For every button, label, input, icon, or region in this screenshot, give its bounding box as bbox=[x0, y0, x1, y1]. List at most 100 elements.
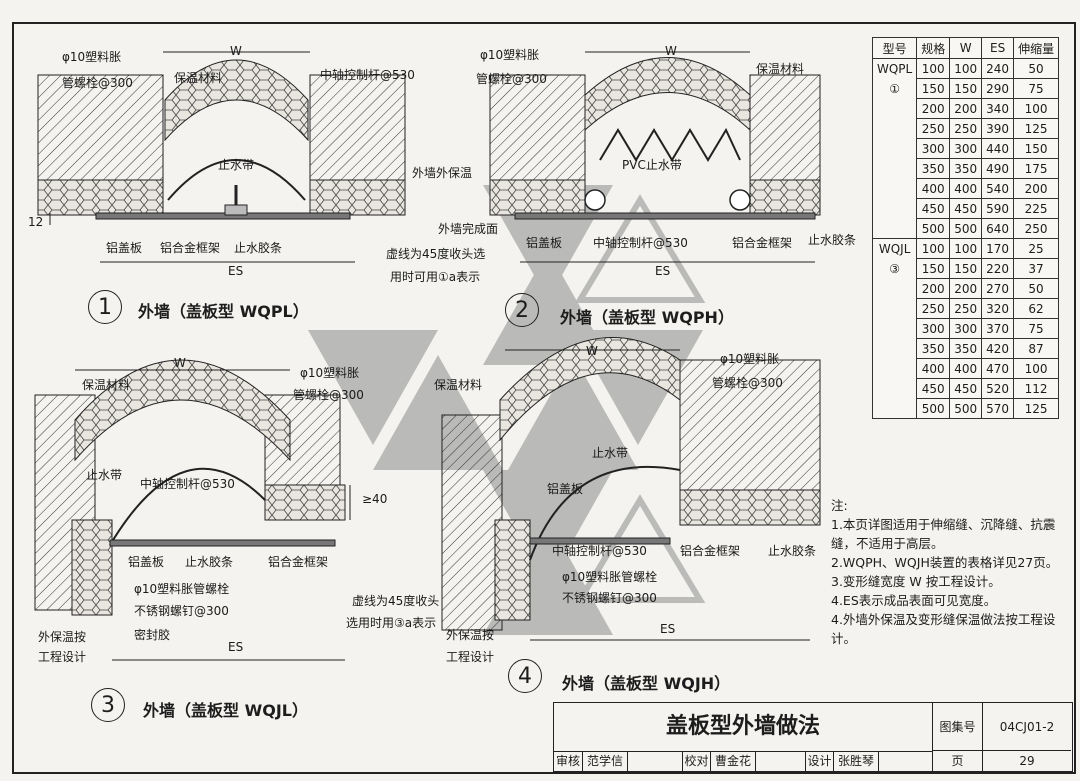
d3-band-label: 止水带 bbox=[86, 468, 123, 482]
d3-ext-insul-label: 外保温按 bbox=[38, 630, 87, 644]
d1-dashed-label-2: 用时可用①a表示 bbox=[390, 270, 481, 284]
detail-1-number: 1 bbox=[88, 290, 122, 324]
w-cell: 300 bbox=[949, 138, 983, 159]
d2-plate-label: 铝盖板 bbox=[526, 236, 563, 250]
d3-dashed-label-2: 选用时用③a表示 bbox=[346, 616, 437, 630]
expansion-cell: 37 bbox=[1013, 258, 1060, 279]
page-number: 29 bbox=[982, 751, 1071, 771]
d3-anchor-label: φ10塑料胀 bbox=[300, 366, 360, 380]
atlas-number: 04CJ01-2 bbox=[982, 703, 1071, 751]
expansion-cell: 25 bbox=[1013, 238, 1060, 259]
es-cell: 340 bbox=[981, 98, 1015, 119]
model-cell bbox=[871, 358, 918, 379]
es-cell: 320 bbox=[981, 298, 1015, 319]
d1-es-label: ES bbox=[228, 264, 244, 278]
d2-anchor-label-2: 管螺栓@300 bbox=[476, 72, 547, 86]
design-label: 设计 bbox=[805, 751, 833, 771]
detail-3-caption: 外墙（盖板型 WQJL） bbox=[143, 701, 308, 720]
d3-width-label: W bbox=[174, 356, 186, 370]
sheet-title: 盖板型外墙做法 bbox=[554, 703, 933, 752]
expansion-cell: 50 bbox=[1013, 278, 1060, 299]
spec-cell: 350 bbox=[916, 338, 951, 359]
w-cell: 150 bbox=[949, 78, 983, 99]
d2-anchor-label: φ10塑料胀 bbox=[480, 48, 540, 62]
expansion-cell: 125 bbox=[1013, 118, 1060, 139]
es-cell: 240 bbox=[981, 58, 1015, 79]
d3-screw-label: 不锈钢螺钉@300 bbox=[134, 604, 229, 618]
w-cell: 250 bbox=[949, 298, 983, 319]
d1-rod-label: 中轴控制杆@530 bbox=[320, 68, 415, 82]
d4-anchor-label: φ10塑料胀 bbox=[720, 352, 780, 366]
model-cell bbox=[871, 298, 918, 319]
spec-cell: 250 bbox=[916, 118, 951, 139]
model-cell bbox=[871, 318, 918, 339]
header-w: W bbox=[949, 37, 983, 59]
d4-bolt-label: φ10塑料胀管螺栓 bbox=[562, 570, 658, 584]
model-cell bbox=[871, 398, 918, 419]
expansion-cell: 250 bbox=[1013, 218, 1060, 239]
d1-anchor-label: φ10塑料胀 bbox=[62, 50, 122, 64]
d2-width-label: W bbox=[665, 44, 677, 58]
w-cell: 200 bbox=[949, 98, 983, 119]
expansion-cell: 100 bbox=[1013, 358, 1060, 379]
es-cell: 420 bbox=[981, 338, 1015, 359]
d3-ext-insul-label-2: 工程设计 bbox=[38, 650, 87, 664]
spec-table-header: 型号 规格 W ES 伸缩量 bbox=[871, 37, 1060, 59]
model-cell: WQJL bbox=[871, 238, 918, 259]
d4-ext-insul-label: 外保温按 bbox=[446, 628, 495, 642]
expansion-cell: 150 bbox=[1013, 138, 1060, 159]
spec-cell: 150 bbox=[916, 78, 951, 99]
spec-cell: 400 bbox=[916, 358, 951, 379]
es-cell: 540 bbox=[981, 178, 1015, 199]
checker-signature bbox=[755, 751, 805, 771]
es-cell: 470 bbox=[981, 358, 1015, 379]
d4-rod-label: 中轴控制杆@530 bbox=[552, 544, 647, 558]
d4-plate-label: 铝盖板 bbox=[547, 482, 584, 496]
es-cell: 270 bbox=[981, 278, 1015, 299]
spec-cell: 100 bbox=[916, 238, 951, 259]
spec-cell: 250 bbox=[916, 298, 951, 319]
w-cell: 400 bbox=[949, 358, 983, 379]
w-cell: 200 bbox=[949, 278, 983, 299]
header-model: 型号 bbox=[871, 37, 918, 59]
expansion-cell: 100 bbox=[1013, 98, 1060, 119]
reviewer-signature bbox=[627, 751, 682, 771]
notes-title: 注: bbox=[831, 498, 848, 513]
model-cell: ① bbox=[871, 78, 918, 99]
model-cell bbox=[871, 218, 918, 239]
detail-4-number: 4 bbox=[508, 659, 542, 693]
es-cell: 570 bbox=[981, 398, 1015, 419]
spec-cell: 450 bbox=[916, 378, 951, 399]
w-cell: 500 bbox=[949, 398, 983, 419]
w-cell: 100 bbox=[949, 58, 983, 79]
detail-4-drawing bbox=[441, 337, 821, 641]
d3-bolt-label: φ10塑料胀管螺栓 bbox=[134, 582, 230, 596]
w-cell: 300 bbox=[949, 318, 983, 339]
review-label: 审核 bbox=[555, 754, 580, 768]
w-cell: 100 bbox=[949, 238, 983, 259]
model-cell bbox=[871, 98, 918, 119]
model-cell bbox=[871, 138, 918, 159]
d3-anchor-label-2: 管螺栓@300 bbox=[293, 388, 364, 402]
w-cell: 250 bbox=[949, 118, 983, 139]
d1-width-label: W bbox=[230, 44, 242, 58]
d4-frame-label: 铝合金框架 bbox=[680, 544, 741, 558]
w-cell: 350 bbox=[949, 158, 983, 179]
note-item: 1.本页详图适用于伸缩缝、沉降缝、抗震缝，不适用于高层。 bbox=[831, 517, 1056, 551]
d3-plate-label: 铝盖板 bbox=[128, 555, 165, 569]
model-cell bbox=[871, 278, 918, 299]
d4-es-label: ES bbox=[660, 622, 676, 636]
w-cell: 500 bbox=[949, 218, 983, 239]
expansion-cell: 112 bbox=[1013, 378, 1060, 399]
